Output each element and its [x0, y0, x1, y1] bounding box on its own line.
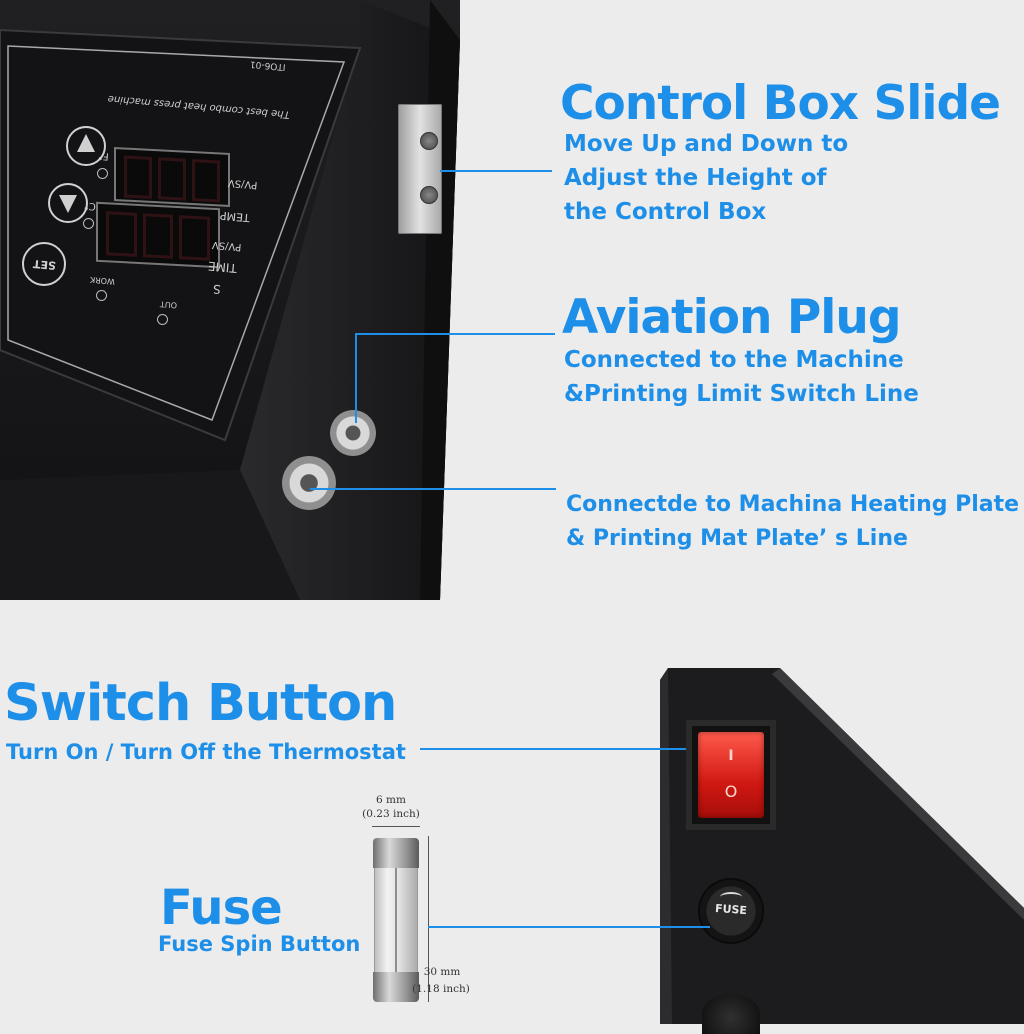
switch-on-mark: I [728, 748, 734, 764]
fuse-width-mm: 6 mm [376, 794, 406, 806]
down-button[interactable] [48, 183, 88, 223]
seconds-label: S [212, 281, 222, 297]
set-button[interactable]: SET [22, 242, 66, 286]
fuse-title: Fuse [160, 880, 283, 936]
screw-icon [420, 132, 438, 150]
work-led [96, 290, 107, 301]
c-indicator-led [83, 218, 94, 229]
aviation-plug-leader-vertical [355, 333, 357, 423]
control-box-slide-leader-line [440, 170, 552, 172]
display-digit [106, 211, 137, 257]
aviation-plug-desc-2: &Printing Limit Switch Line [564, 381, 919, 407]
heating-plate-leader-line [310, 488, 556, 490]
rotate-arrow-icon [720, 892, 742, 902]
fuse-diagram: 6 mm (0.23 inch) 30 mm (1.18 inch) [350, 790, 470, 1010]
fuse-length-dimension-line [428, 836, 429, 1002]
c-indicator-label: C° [83, 199, 97, 212]
display-digit [142, 213, 174, 259]
fuse-glass-tube [373, 838, 419, 1002]
heating-plate-desc-2: & Printing Mat Plate’ s Line [566, 526, 908, 551]
control-box-slide-bracket[interactable] [398, 104, 442, 234]
fuse-top-cap [373, 838, 419, 868]
aviation-plug-title: Aviation Plug [562, 290, 902, 345]
fuse-length-inch: (1.18 inch) [412, 983, 470, 995]
out-label: OUT [159, 299, 178, 310]
aviation-plug-leader-horizontal [355, 333, 555, 335]
fuse-width-inch: (0.23 inch) [362, 808, 420, 820]
switch-button-leader-line [420, 748, 686, 750]
fuse-width-dimension-line [372, 826, 420, 827]
out-led [157, 314, 168, 325]
f-indicator-led [97, 168, 108, 179]
switch-off-mark: O [724, 782, 738, 801]
display-digit [179, 215, 211, 261]
power-rocker-switch[interactable]: I O [686, 720, 776, 830]
screw-icon [420, 186, 438, 204]
fuse-cap-label: FUSE [714, 901, 748, 918]
set-button-label: SET [31, 256, 56, 272]
aviation-plug-connector[interactable] [330, 410, 376, 456]
fuse-desc: Fuse Spin Button [158, 932, 361, 956]
up-button[interactable] [66, 126, 106, 166]
power-rocker-paddle[interactable]: I O [698, 732, 764, 818]
switch-button-title: Switch Button [4, 674, 397, 733]
fuse-length-mm: 30 mm [423, 966, 461, 978]
control-box-slide-desc-3: the Control Box [564, 199, 767, 225]
heating-plate-desc-1: Connectde to Machina Heating Plate [566, 492, 1020, 517]
fuse-leader-line [428, 926, 710, 928]
temp-label: TEMP [219, 208, 251, 225]
display-digit [192, 159, 220, 203]
time-display [96, 201, 220, 269]
fuse-bottom-cap [373, 972, 419, 1002]
triangle-up-icon [77, 134, 95, 152]
display-digit [124, 155, 152, 199]
control-box-image: ITO6-01 The best combo heat press machin… [0, 0, 470, 600]
fuse-holder-cap[interactable]: FUSE [700, 880, 762, 942]
time-label: TIME [207, 258, 238, 276]
fuse-wire [395, 868, 397, 972]
switch-button-desc: Turn On / Turn Off the Thermostat [6, 740, 406, 764]
control-box-slide-desc-1: Move Up and Down to [564, 131, 849, 157]
heating-plate-plug-connector[interactable] [282, 456, 336, 510]
bottom-knob[interactable] [702, 994, 760, 1034]
temp-display [114, 146, 230, 208]
triangle-down-icon [59, 195, 77, 213]
display-digit [158, 157, 186, 201]
switch-housing-image: I O FUSE [660, 668, 1024, 1034]
f-indicator-label: F° [97, 149, 110, 162]
control-box-slide-title: Control Box Slide [560, 76, 1001, 131]
aviation-plug-desc-1: Connected to the Machine [564, 347, 904, 373]
control-box-slide-desc-2: Adjust the Height of [564, 165, 827, 191]
